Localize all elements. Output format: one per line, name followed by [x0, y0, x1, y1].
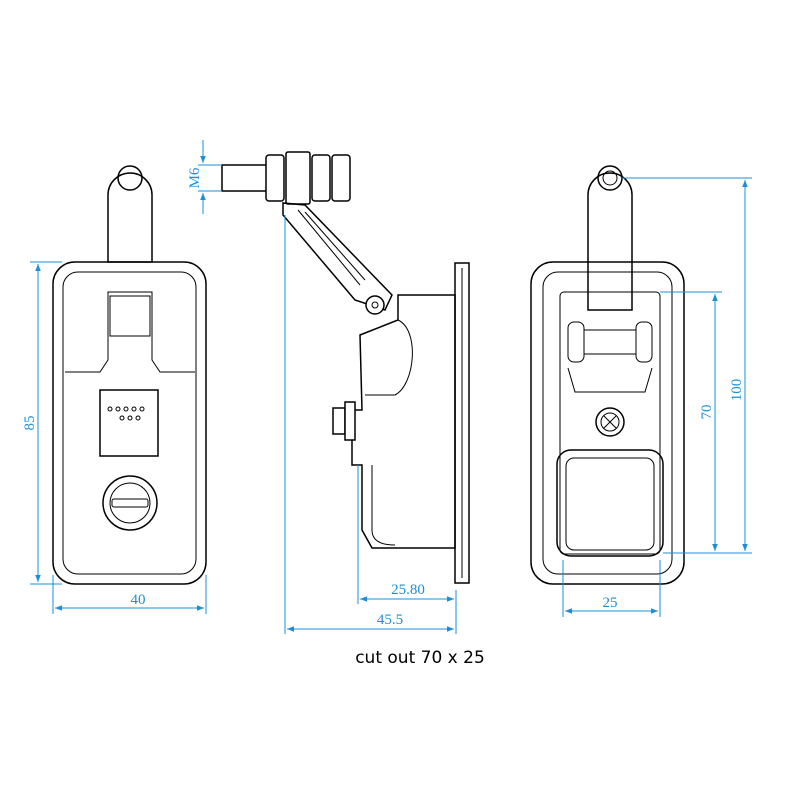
- front-dimensions: 85 40: [22, 261, 207, 614]
- front-push-button: [99, 389, 159, 457]
- rear-cap-outer: [556, 449, 664, 557]
- dim-height-front: 85: [22, 416, 38, 431]
- side-dimensions: M6 25.80 45.5: [187, 140, 457, 634]
- front-lever-tab: [109, 295, 151, 337]
- side-housing: [351, 294, 456, 549]
- dim-width-cutout: 25: [603, 595, 618, 611]
- key-cylinder: [102, 475, 158, 531]
- key-slot: [111, 498, 149, 508]
- threaded-rod: [221, 164, 271, 192]
- rear-flange-inner: [542, 271, 673, 575]
- dim-height-total: 100: [729, 379, 745, 402]
- rear-hook: [587, 172, 633, 311]
- nut-2: [311, 154, 331, 202]
- rear-hook-hole: [597, 165, 623, 191]
- caption: cut out 70 x 25: [355, 648, 485, 668]
- rear-body: [559, 291, 661, 555]
- rear-view: [530, 165, 685, 585]
- push-button-dots: [107, 406, 145, 421]
- front-lever-slot: [65, 291, 195, 373]
- rear-cap-inner: [565, 457, 655, 551]
- dim-depth-body: 25.80: [391, 582, 425, 598]
- front-view: [52, 165, 207, 585]
- front-body-inner: [62, 271, 197, 575]
- front-hook-hole: [117, 165, 143, 191]
- rear-screw: [595, 407, 625, 437]
- bracket-arm: [282, 202, 393, 311]
- front-hook: [107, 172, 153, 263]
- pivot-pin: [365, 295, 385, 315]
- dim-height-cutout: 70: [699, 405, 715, 420]
- rear-flange-outer: [530, 261, 685, 585]
- front-body-outer: [52, 261, 207, 585]
- dim-width-front: 40: [131, 592, 146, 608]
- side-screw: [332, 407, 346, 435]
- rear-dimensions: 100 70 25: [562, 177, 752, 617]
- side-view: [221, 151, 470, 584]
- nut-1: [265, 154, 285, 202]
- dim-depth-total: 45.5: [377, 612, 403, 628]
- mounting-flange: [454, 262, 470, 584]
- washer-block: [285, 151, 311, 205]
- nut-3: [331, 154, 351, 202]
- dim-thread: M6: [187, 167, 203, 188]
